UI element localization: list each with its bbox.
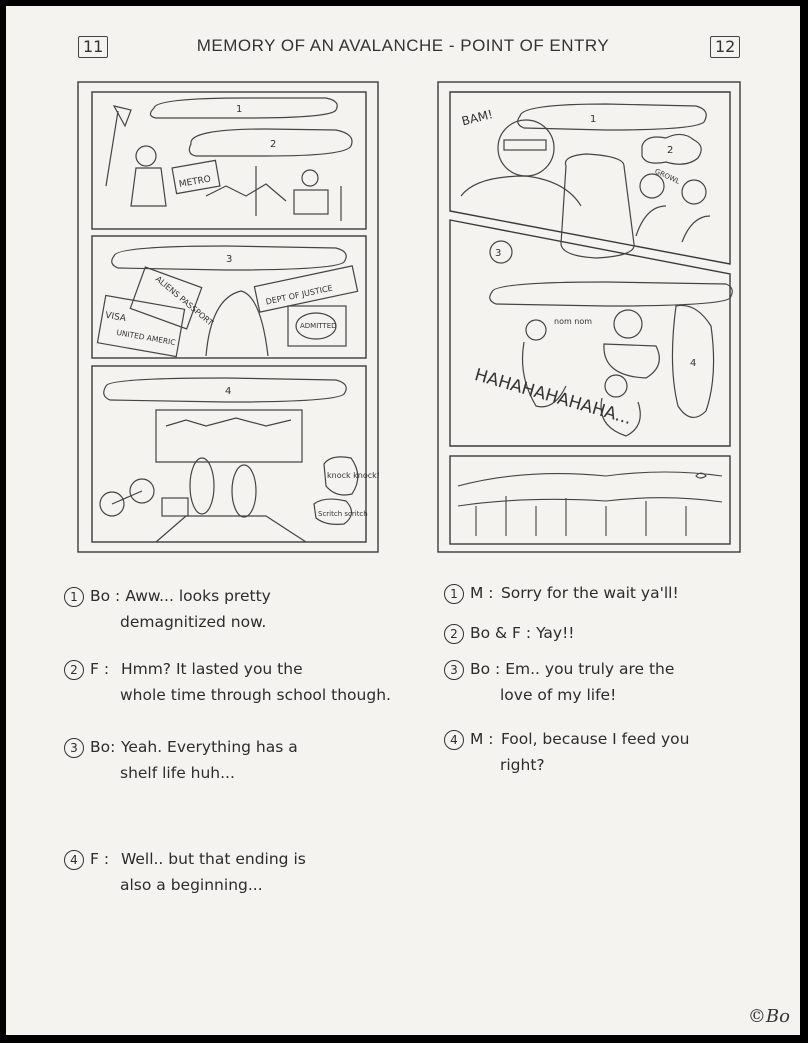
dialogue-number: 4 (64, 849, 84, 870)
dialogue-number: 4 (444, 729, 464, 750)
dialogue-line: right? (500, 756, 545, 774)
dialogue-note-left-3: 3 Bo: Yeah. Everything has a shelf life h… (64, 732, 298, 788)
page-title: MEMORY OF AN AVALANCHE - POINT OF ENTRY (196, 36, 610, 55)
dialogue-number: 1 (64, 586, 84, 607)
dialogue-speaker: Bo : (90, 587, 121, 605)
dialogue-note-right-3: 3 Bo : Em.. you truly are the love of my … (444, 654, 674, 710)
scritch-sfx-text: Scritch scritch (318, 510, 368, 518)
speech-bubble (671, 304, 715, 418)
panel-number: 2 (667, 145, 673, 156)
speech-bubble (103, 377, 347, 403)
dialogue-line: Sorry for the wait ya'll! (500, 584, 679, 602)
dialogue-speaker: Bo & F : (470, 624, 532, 642)
page-number-left: 11 (78, 36, 109, 58)
growl-sfx-text: GROWL (653, 167, 681, 186)
left-panel-2 (91, 235, 367, 359)
dialogue-line: Aww... looks pretty (125, 587, 271, 605)
dialogue-speaker: F : (90, 850, 110, 868)
speech-bubble (517, 103, 707, 131)
dialogue-speaker: M : (470, 730, 494, 748)
right-storyboard-frame (437, 81, 741, 553)
right-panel-2 (449, 219, 731, 447)
metro-sign-text: METRO (178, 175, 212, 190)
dialogue-line: Fool, because I feed you (500, 730, 690, 748)
dialogue-line: also a beginning... (120, 876, 263, 894)
bam-sfx-text: BAM! (460, 107, 494, 128)
panel-number: 3 (495, 248, 501, 259)
justice-card-text: DEPT OF JUSTICE (265, 284, 333, 307)
dialogue-line: whole time through school though. (120, 686, 391, 704)
dialogue-line: Yeah. Everything has a (120, 738, 298, 756)
left-panel-1 (91, 91, 367, 230)
knock-sfx-text: knock knock! (327, 471, 380, 480)
panel-number: 1 (590, 114, 596, 125)
dialogue-number: 2 (444, 623, 464, 644)
panel-number: 4 (690, 358, 696, 369)
dialogue-number: 3 (64, 737, 84, 758)
admitted-stamp-text: ADMITTED (300, 322, 337, 330)
artist-signature: ©Bo (747, 1006, 790, 1027)
dialogue-number: 1 (444, 583, 464, 604)
dialogue-line: demagnitized now. (120, 613, 267, 631)
page-number-right: 12 (710, 36, 741, 58)
dialogue-note-left-4: 4 F : Well.. but that ending is also a be… (64, 844, 306, 900)
dialogue-speaker: Bo : (470, 660, 501, 678)
passport-card-text: ALIENS PASSPORT (154, 274, 215, 327)
dialogue-number: 2 (64, 659, 84, 680)
dialogue-line: shelf life huh... (120, 764, 235, 782)
storyboard-sketch: 1 2 METRO 3 ALIENS PASSPORT DEPT OF JUST… (77, 81, 741, 553)
speech-bubble (489, 281, 733, 307)
storyboard-page: 11 MEMORY OF AN AVALANCHE - POINT OF ENT… (6, 6, 800, 1035)
dialogue-note-left-2: 2 F : Hmm? It lasted you the whole time t… (64, 654, 391, 710)
panel-number: 4 (225, 386, 231, 397)
dialogue-speaker: Bo: (90, 738, 116, 756)
dialogue-note-left-1: 1 Bo : Aww... looks pretty demagnitized n… (64, 581, 271, 637)
right-panel-1 (449, 91, 731, 265)
dialogue-line: love of my life! (500, 686, 617, 704)
dialogue-line: Em.. you truly are the (505, 660, 675, 678)
left-panel-3 (91, 365, 367, 543)
speech-bubble (188, 128, 353, 157)
united-card-text: UNITED AMERIC (116, 328, 176, 347)
laugh-sfx-text: HAHAHAHAHAHA... (472, 365, 634, 429)
dialogue-line: Yay!! (536, 624, 575, 642)
left-storyboard-frame (77, 81, 379, 553)
dialogue-note-right-4: 4 M : Fool, because I feed you right? (444, 724, 689, 780)
speech-bubble (111, 245, 347, 271)
dialogue-number: 3 (444, 659, 464, 680)
speech-bubble (149, 97, 338, 119)
right-panel-3 (449, 455, 731, 545)
dialogue-note-right-2: 2 Bo & F : Yay!! (444, 618, 575, 648)
panel-number: 2 (270, 139, 276, 150)
panel-number: 1 (236, 104, 242, 115)
dialogue-line: Hmm? It lasted you the (120, 660, 303, 678)
nom-sfx-text: nom nom (554, 317, 592, 326)
dialogue-line: Well.. but that ending is (120, 850, 306, 868)
visa-card-text: VISA (104, 311, 127, 325)
dialogue-note-right-1: 1 M : Sorry for the wait ya'll! (444, 578, 679, 608)
dialogue-speaker: F : (90, 660, 110, 678)
panel-number: 3 (226, 254, 232, 265)
dialogue-speaker: M : (470, 584, 494, 602)
